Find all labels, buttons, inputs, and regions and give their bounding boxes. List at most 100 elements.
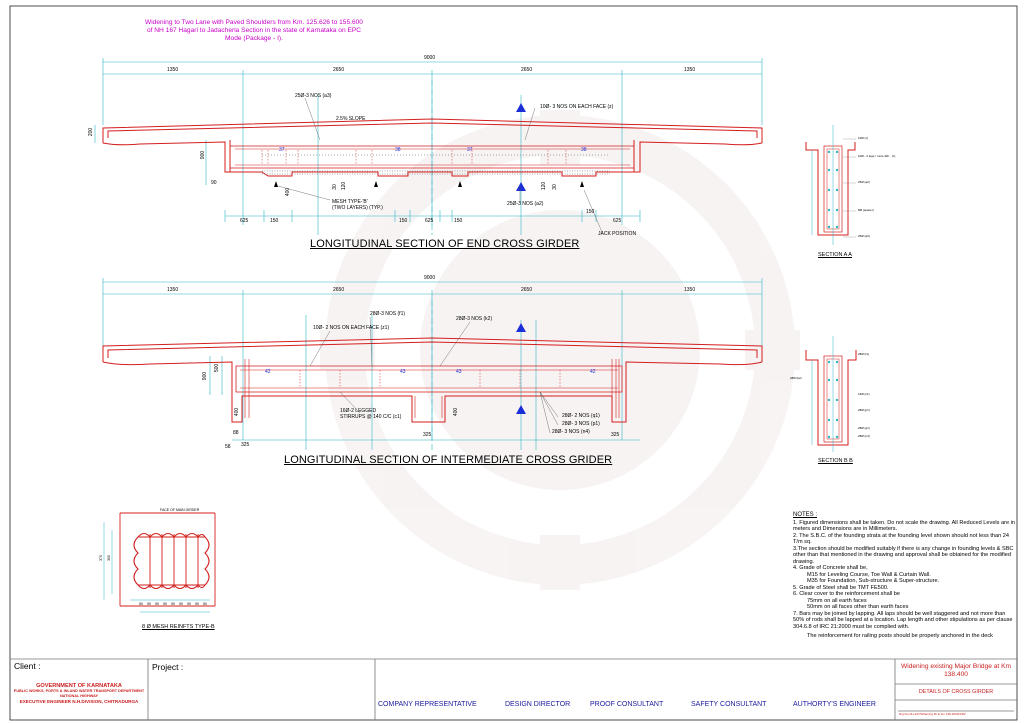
end-girder-bottom-dim-3: 150	[399, 218, 408, 224]
mesh-dim-bottom-4: 90	[163, 602, 167, 606]
int-girder-label-stirrups-2: STIRRUPS @ 140 C/C (c1)	[340, 414, 402, 420]
end-girder-depth: 200	[88, 127, 95, 137]
mesh-detail-drawing	[103, 512, 216, 613]
intermediate-girder-outline	[102, 337, 763, 423]
intermediate-girder-leaders	[309, 316, 559, 434]
end-girder-bottom-dim-1: 625	[240, 218, 249, 224]
client-ee: EXECUTIVE ENGINEER N.H.DIVISION, CHITRAD…	[19, 699, 139, 704]
int-girder-dim-58: 58	[225, 444, 231, 450]
int-girder-label-f1: 28Ø-3 NOS (f1)	[370, 311, 406, 317]
section-bb-note-3: 16Ø (c1)	[858, 392, 870, 396]
note-3: 3.The section should be modified suitabl…	[793, 545, 1014, 565]
int-girder-dim-3: 2650	[521, 287, 533, 293]
notes-block: NOTES : 1. Figured dimensions shall be t…	[793, 512, 1015, 640]
client-heading: Client :	[14, 661, 41, 671]
section-aa-label: SECTION A A	[818, 252, 852, 258]
note-7: 7. Bars may be joined by lapping. All la…	[793, 610, 1013, 630]
note-railing: The reinforcement for railing posts shou…	[807, 633, 993, 639]
drawing-title: DETAILS OF CROSS GIRDER	[918, 689, 994, 695]
end-girder-dim-120b: 120	[541, 181, 548, 191]
end-girder-dim-3: 2650	[521, 67, 533, 73]
end-girder-bar-mark-2: 38	[395, 147, 401, 153]
int-girder-bar-mark-2: 43	[400, 369, 406, 375]
approval-proof-consultant: PROOF CONSULTANT	[590, 701, 664, 708]
end-girder-label-mesh-1: MESH TYPE-'B'	[332, 199, 368, 205]
note-2: 2. The S.B.C. of the founding strata at …	[793, 532, 1010, 546]
int-girder-bar-mark-3: 43	[456, 369, 462, 375]
end-girder-dim-90: 90	[211, 180, 217, 186]
int-girder-label-k2: 28Ø-3 NOS (k2)	[456, 316, 493, 322]
note-5: 5. Grade of Steel shall be TMT FE500.	[793, 584, 889, 591]
mesh-dim-left-1: 370	[98, 555, 103, 561]
section-bb-note-4: 28Ø (p1)	[858, 408, 870, 412]
client-nh: NATIONAL HIGHWAY	[59, 694, 99, 698]
mesh-dim-bottom-7: 90	[187, 602, 191, 606]
int-girder-title: LONGITUDINAL SECTION OF INTERMEDIATE CRO…	[284, 454, 613, 466]
mesh-dim-bottom-1: 50	[139, 602, 143, 606]
note-1: 1. Figured dimensions shall be taken. Do…	[793, 519, 1016, 533]
int-girder-bar-mark-1: 42	[265, 369, 271, 375]
intermediate-girder-dimension-lines	[102, 278, 763, 450]
project-text: Widening to Two Lane with Paved Shoulder…	[145, 19, 363, 42]
end-girder-bottom-dim-2: 150	[270, 218, 279, 224]
section-aa-note-1: 10Ø (z)	[858, 136, 869, 140]
note-4b: M35 for Foundation, Sub-structure & Supe…	[807, 578, 940, 584]
end-girder-bottom-dim-4: 625	[425, 218, 434, 224]
end-girder-drawing	[94, 58, 763, 235]
section-aa-note-4: 8Ø (spacer)	[858, 208, 874, 212]
int-girder-bottom-dim-3: 325	[611, 432, 620, 438]
int-girder-total-dim: 9000	[424, 275, 436, 281]
section-bb-label: SECTION B B	[818, 458, 853, 464]
end-girder-label-a2: 25Ø-3 NOS (a2)	[507, 201, 544, 207]
sheet-border	[9, 5, 1018, 721]
int-girder-dim-88: 88	[233, 430, 239, 436]
section-bb-note-6: 28Ø (n4)	[858, 434, 870, 438]
end-girder-dim-1: 1350	[167, 67, 179, 73]
section-bb-drawing	[805, 336, 857, 452]
end-girder-dim-900: 900	[200, 150, 207, 160]
note-6: 6. Clear cover to the reinforcement shal…	[793, 591, 900, 597]
int-girder-label-p1: 28Ø- 3 NOS (p1)	[562, 421, 600, 427]
note-6a: 75mm on all earth faces	[807, 597, 867, 604]
end-girder-bottom-dim-7: 625	[613, 218, 622, 224]
int-girder-bar-mark-4: 42	[590, 369, 596, 375]
drawing-number: Drg.No.NH-167/Widening Br at km 138.400/…	[899, 712, 966, 716]
int-girder-dim-500: 500	[214, 363, 221, 373]
approval-authority-engineer: AUTHORTY'S ENGINEER	[793, 701, 876, 708]
mesh-title: 8 Ø MESH REINFTS TYPE-B	[142, 624, 215, 630]
end-girder-bottom-dim-6: 150	[586, 209, 595, 215]
mesh-dim-bottom-3: 90	[155, 602, 159, 606]
end-girder-title: LONGITUDINAL SECTION OF END CROSS GIRDER	[310, 238, 580, 250]
end-girder-leaders	[277, 97, 603, 233]
note-4a: M15 for Leveling Course, Toe Wall & Curt…	[807, 571, 931, 578]
title-block-lines	[10, 658, 1017, 720]
section-aa-drawing	[805, 125, 856, 245]
intermediate-girder-stirrups	[299, 370, 561, 388]
end-girder-label-a3: 25Ø-3 NOS (a3)	[295, 93, 332, 99]
approval-design-director: DESIGN DIRECTOR	[505, 701, 571, 708]
end-girder-section-markers	[516, 103, 526, 191]
end-girder-total-dim: 9000	[424, 55, 436, 61]
int-girder-dim-4: 1350	[684, 287, 696, 293]
int-girder-dim-400a: 400	[234, 407, 241, 417]
intermediate-girder-section-markers	[516, 323, 526, 414]
end-girder-bottom-dim-5: 150	[454, 218, 463, 224]
int-girder-label-z1: 10Ø- 2 NOS ON EACH FACE (z1)	[313, 325, 390, 331]
end-girder-outline	[102, 118, 763, 177]
end-girder-dim-120a: 120	[341, 181, 348, 191]
int-girder-dim-900: 900	[202, 371, 209, 381]
note-4: 4. Grade of Concrete shall be,	[793, 565, 868, 571]
end-girder-dim-400: 400	[285, 187, 292, 197]
notes-heading: NOTES :	[793, 512, 818, 518]
section-bb-note-2: 28Ø (k2)	[790, 376, 802, 380]
end-girder-stirrups	[261, 150, 567, 165]
work-title: Widening existing Major Bridge at Km 138…	[901, 663, 1011, 678]
intermediate-girder-drawing	[102, 278, 763, 450]
end-girder-bar-mark-1: 37	[279, 147, 285, 153]
section-aa-note-2: 10Ø - 2 legs / more 2Ø... (z)	[858, 154, 896, 158]
mesh-dim-bottom-5: 90	[171, 602, 175, 606]
section-aa-note-3: 25Ø (a2)	[858, 180, 870, 184]
mesh-dim-bottom-2: 90	[147, 602, 151, 606]
project-heading: Project :	[152, 662, 184, 672]
end-girder-dim-30b: 30	[551, 184, 558, 190]
